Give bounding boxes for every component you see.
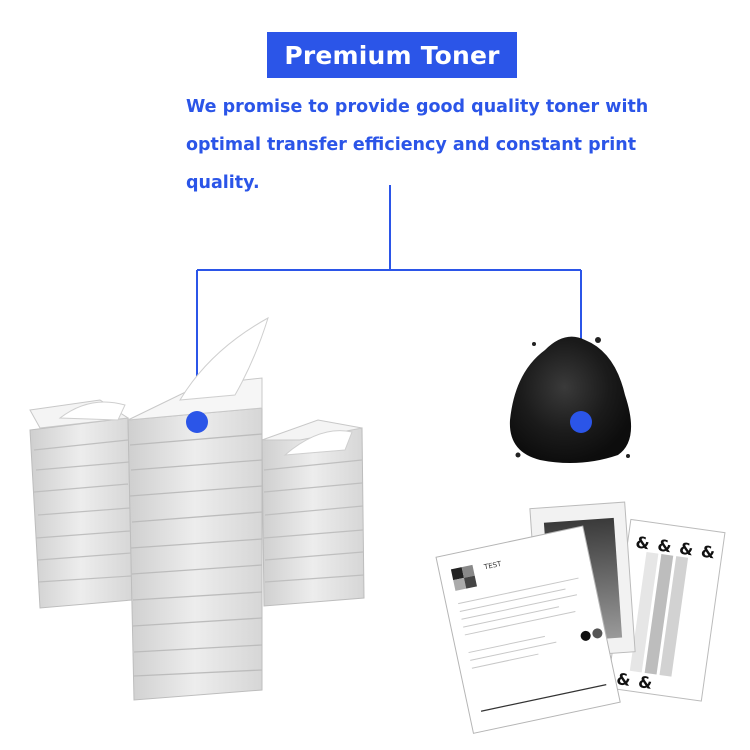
paper-stack-left — [29, 399, 133, 609]
svg-text:&: & — [637, 672, 654, 693]
svg-text:&: & — [656, 536, 673, 557]
paper-stack-right — [261, 419, 365, 607]
svg-text:&: & — [700, 542, 717, 563]
title-banner: Premium Toner — [267, 32, 517, 78]
glyph-text: & — [634, 532, 651, 553]
paper-stack-center — [127, 316, 269, 701]
test-print-sheets-image: & & & & & & TEST — [435, 501, 726, 734]
svg-text:&: & — [615, 669, 632, 690]
paper-stacks-image — [29, 316, 365, 701]
page-title: Premium Toner — [284, 40, 500, 70]
paper-marker-dot — [186, 411, 208, 433]
test-sheet-title: TEST — [482, 560, 502, 572]
toner-powder-image — [509, 336, 632, 464]
print-sheet-test: TEST — [435, 525, 621, 734]
print-sheet-glyph-grid: & & & & & & — [606, 518, 726, 702]
tagline-text: We promise to provide good quality toner… — [186, 97, 649, 193]
toner-marker-dot — [570, 411, 592, 433]
svg-text:&: & — [678, 539, 695, 560]
